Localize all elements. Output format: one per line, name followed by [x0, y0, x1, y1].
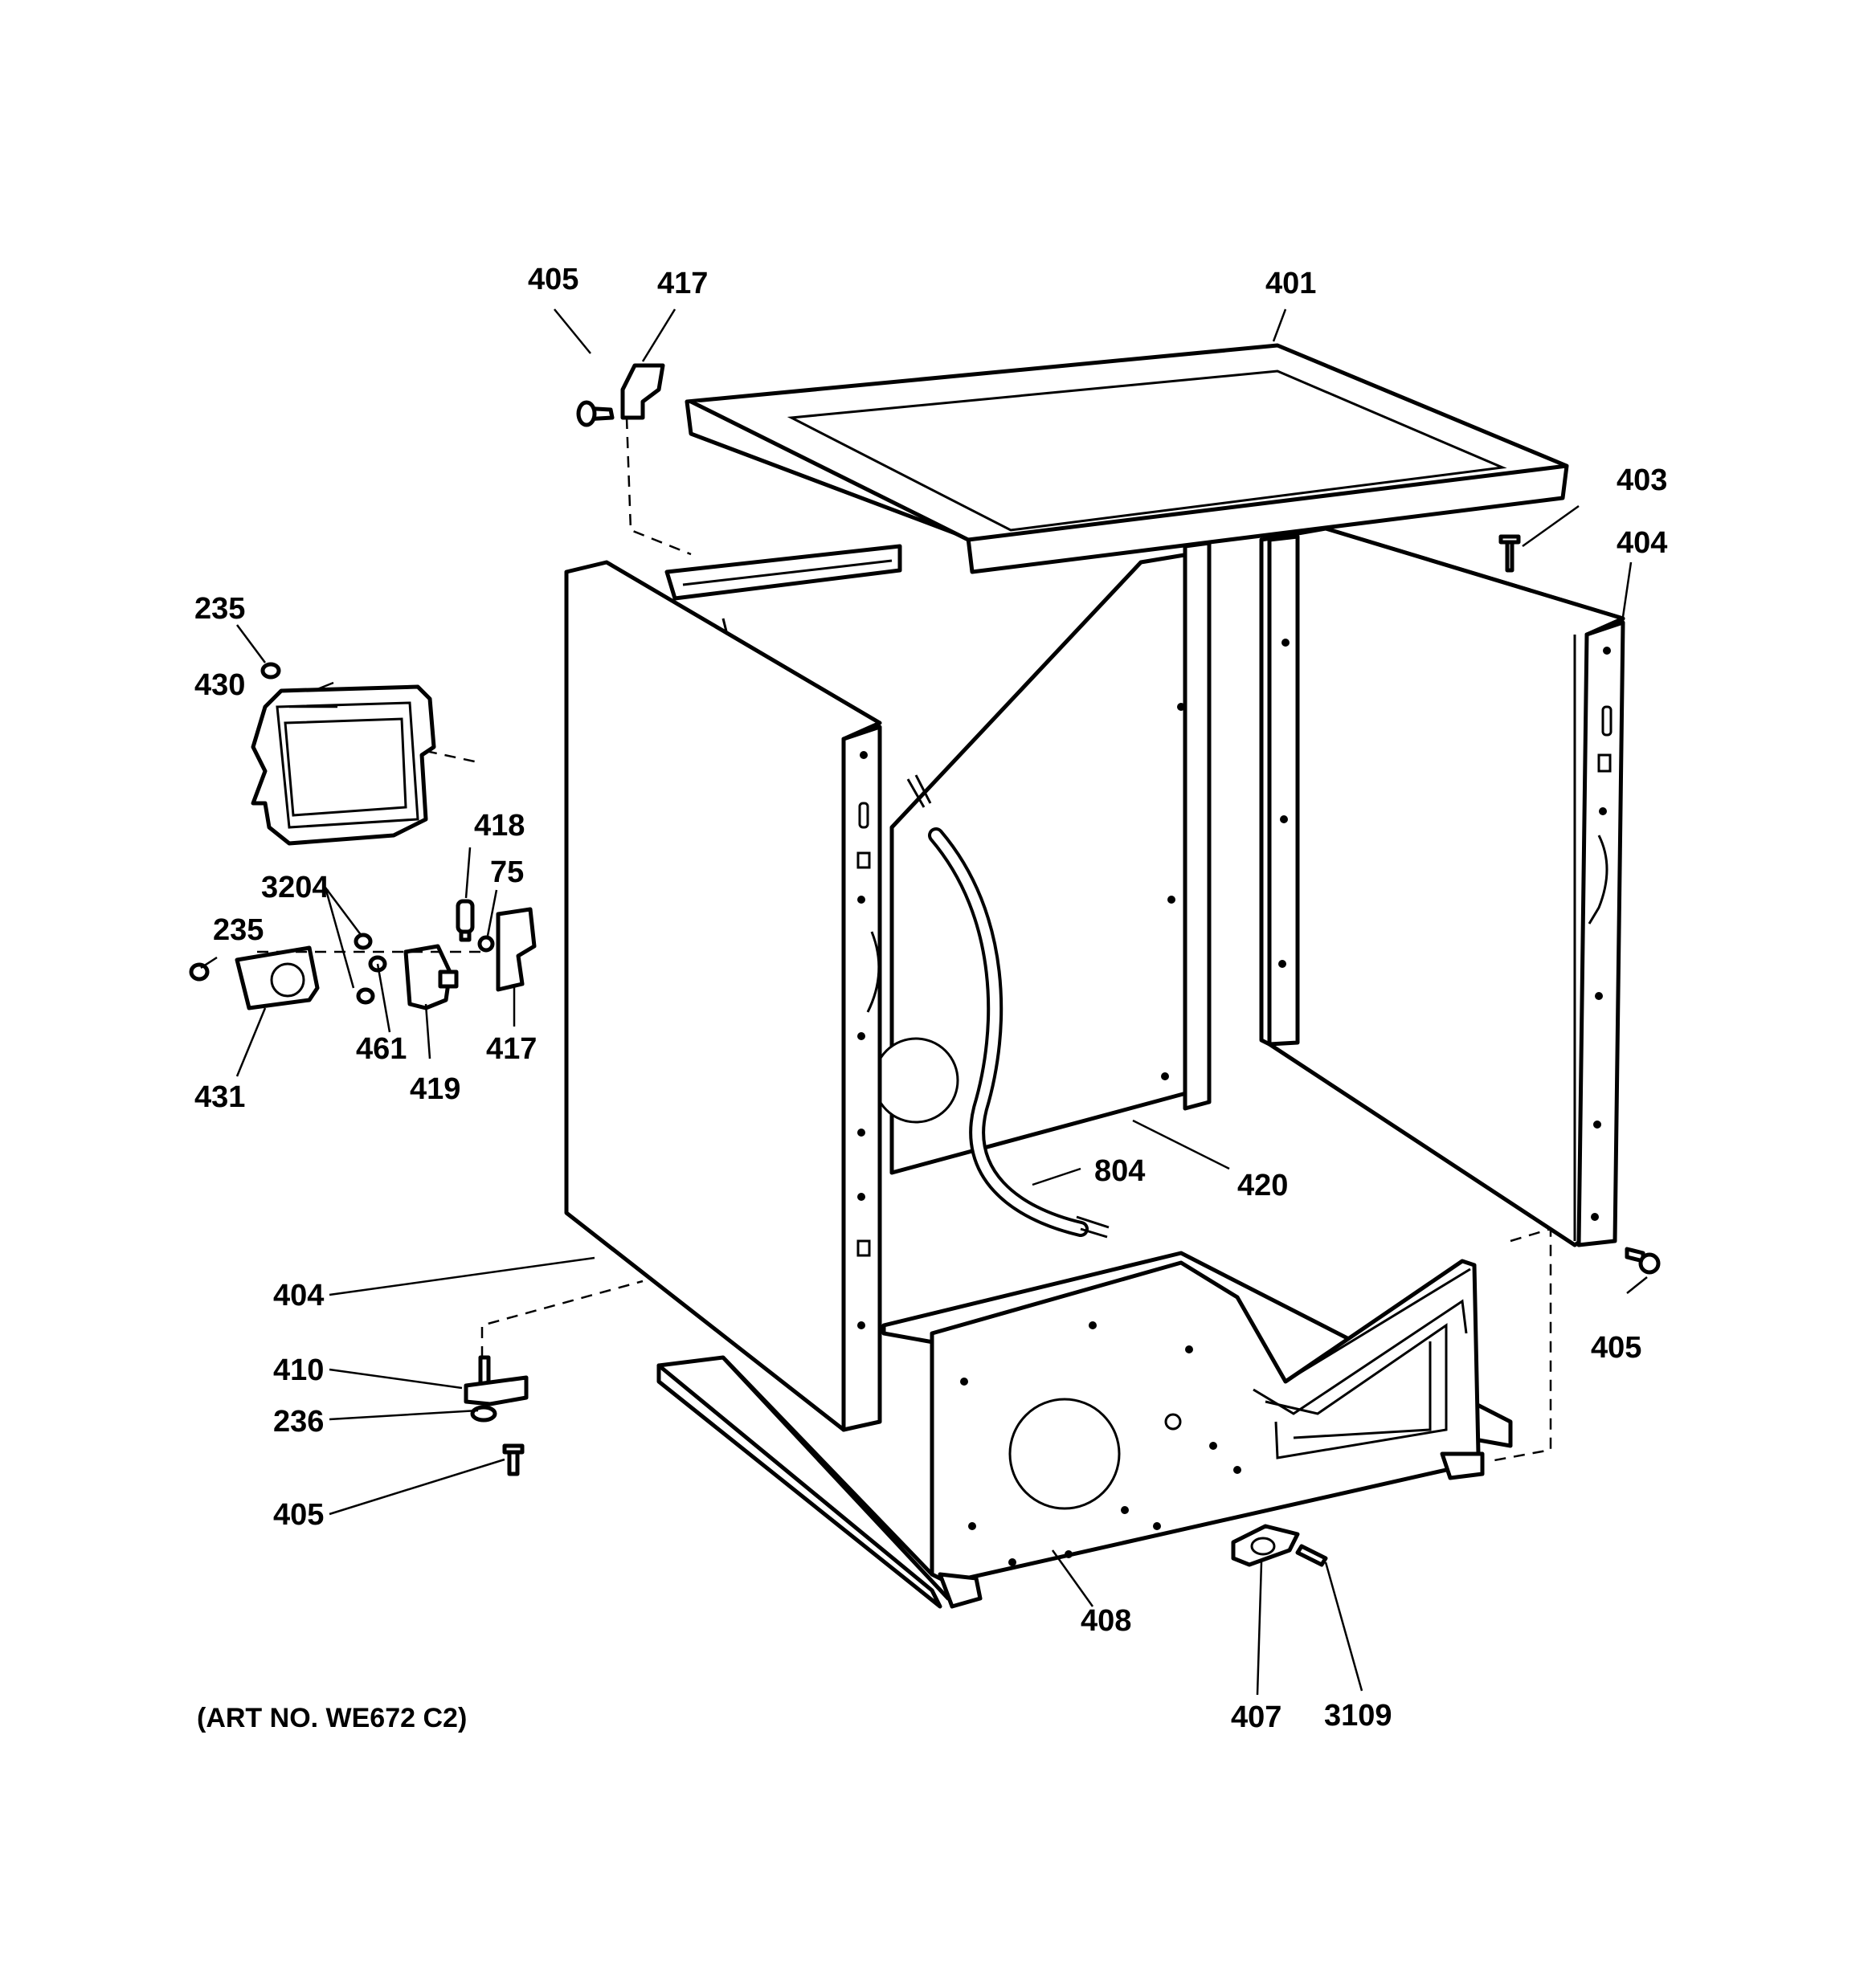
leader-lines — [200, 308, 1648, 1696]
power-cord-804 — [906, 774, 1110, 1239]
label-410: 410 — [273, 1353, 324, 1387]
bracket-417-top — [620, 363, 665, 420]
label-419: 419 — [410, 1072, 460, 1106]
label-418: 418 — [474, 809, 525, 843]
screw-235-bottom — [189, 962, 210, 982]
label-3204: 3204 — [261, 871, 329, 904]
label-3109: 3109 — [1324, 1699, 1392, 1733]
label-420: 420 — [1237, 1169, 1288, 1202]
label-236: 236 — [273, 1405, 324, 1439]
fuse-418 — [456, 899, 475, 942]
label-405: 405 — [273, 1498, 324, 1532]
label-75: 75 — [490, 855, 524, 889]
screws-3204-461 — [354, 933, 387, 1005]
right-side-panel-404 — [1259, 526, 1625, 1247]
vent-frame-430 — [251, 684, 436, 846]
top-rail-left — [664, 544, 902, 601]
screw-405-right — [1625, 1247, 1661, 1275]
label-430: 430 — [194, 668, 245, 702]
bracket-431 — [235, 945, 320, 1010]
screw-75 — [477, 935, 495, 953]
label-461: 461 — [356, 1032, 407, 1066]
label-404: 404 — [273, 1279, 324, 1312]
label-401: 401 — [1265, 267, 1316, 300]
base-frame-408 — [656, 1251, 1513, 1609]
pad-407 — [1231, 1524, 1300, 1567]
label-403: 403 — [1617, 463, 1667, 497]
label-804: 804 — [1094, 1154, 1145, 1188]
label-405: 405 — [528, 263, 578, 296]
label-404: 404 — [1617, 526, 1667, 560]
alignment-lines — [257, 417, 1552, 1462]
label-431: 431 — [194, 1080, 245, 1114]
label-235: 235 — [213, 913, 264, 947]
part-labels: 405 417 401 403 404 235 430 418 75 3204 … — [194, 263, 1667, 1734]
rear-panel-420 — [873, 541, 1212, 1175]
label-408: 408 — [1081, 1604, 1131, 1638]
top-cover-401 — [685, 343, 1569, 574]
screw-235-top — [260, 662, 281, 680]
screw-405-top — [576, 400, 615, 427]
art-number: (ART NO. WE672 C2) — [197, 1703, 467, 1733]
label-235: 235 — [194, 592, 245, 626]
label-417: 417 — [486, 1032, 537, 1066]
label-407: 407 — [1231, 1700, 1281, 1734]
label-417: 417 — [657, 267, 708, 300]
screw-3109 — [1295, 1544, 1328, 1567]
cover-417-lower — [496, 907, 537, 992]
thermostat-419 — [403, 944, 459, 1010]
left-side-panel-404 — [564, 560, 882, 1432]
screw-403 — [1498, 534, 1521, 573]
screw-405-bottom-left — [502, 1443, 525, 1476]
leveling-leg-410-236 — [464, 1355, 529, 1423]
label-405: 405 — [1591, 1331, 1641, 1365]
